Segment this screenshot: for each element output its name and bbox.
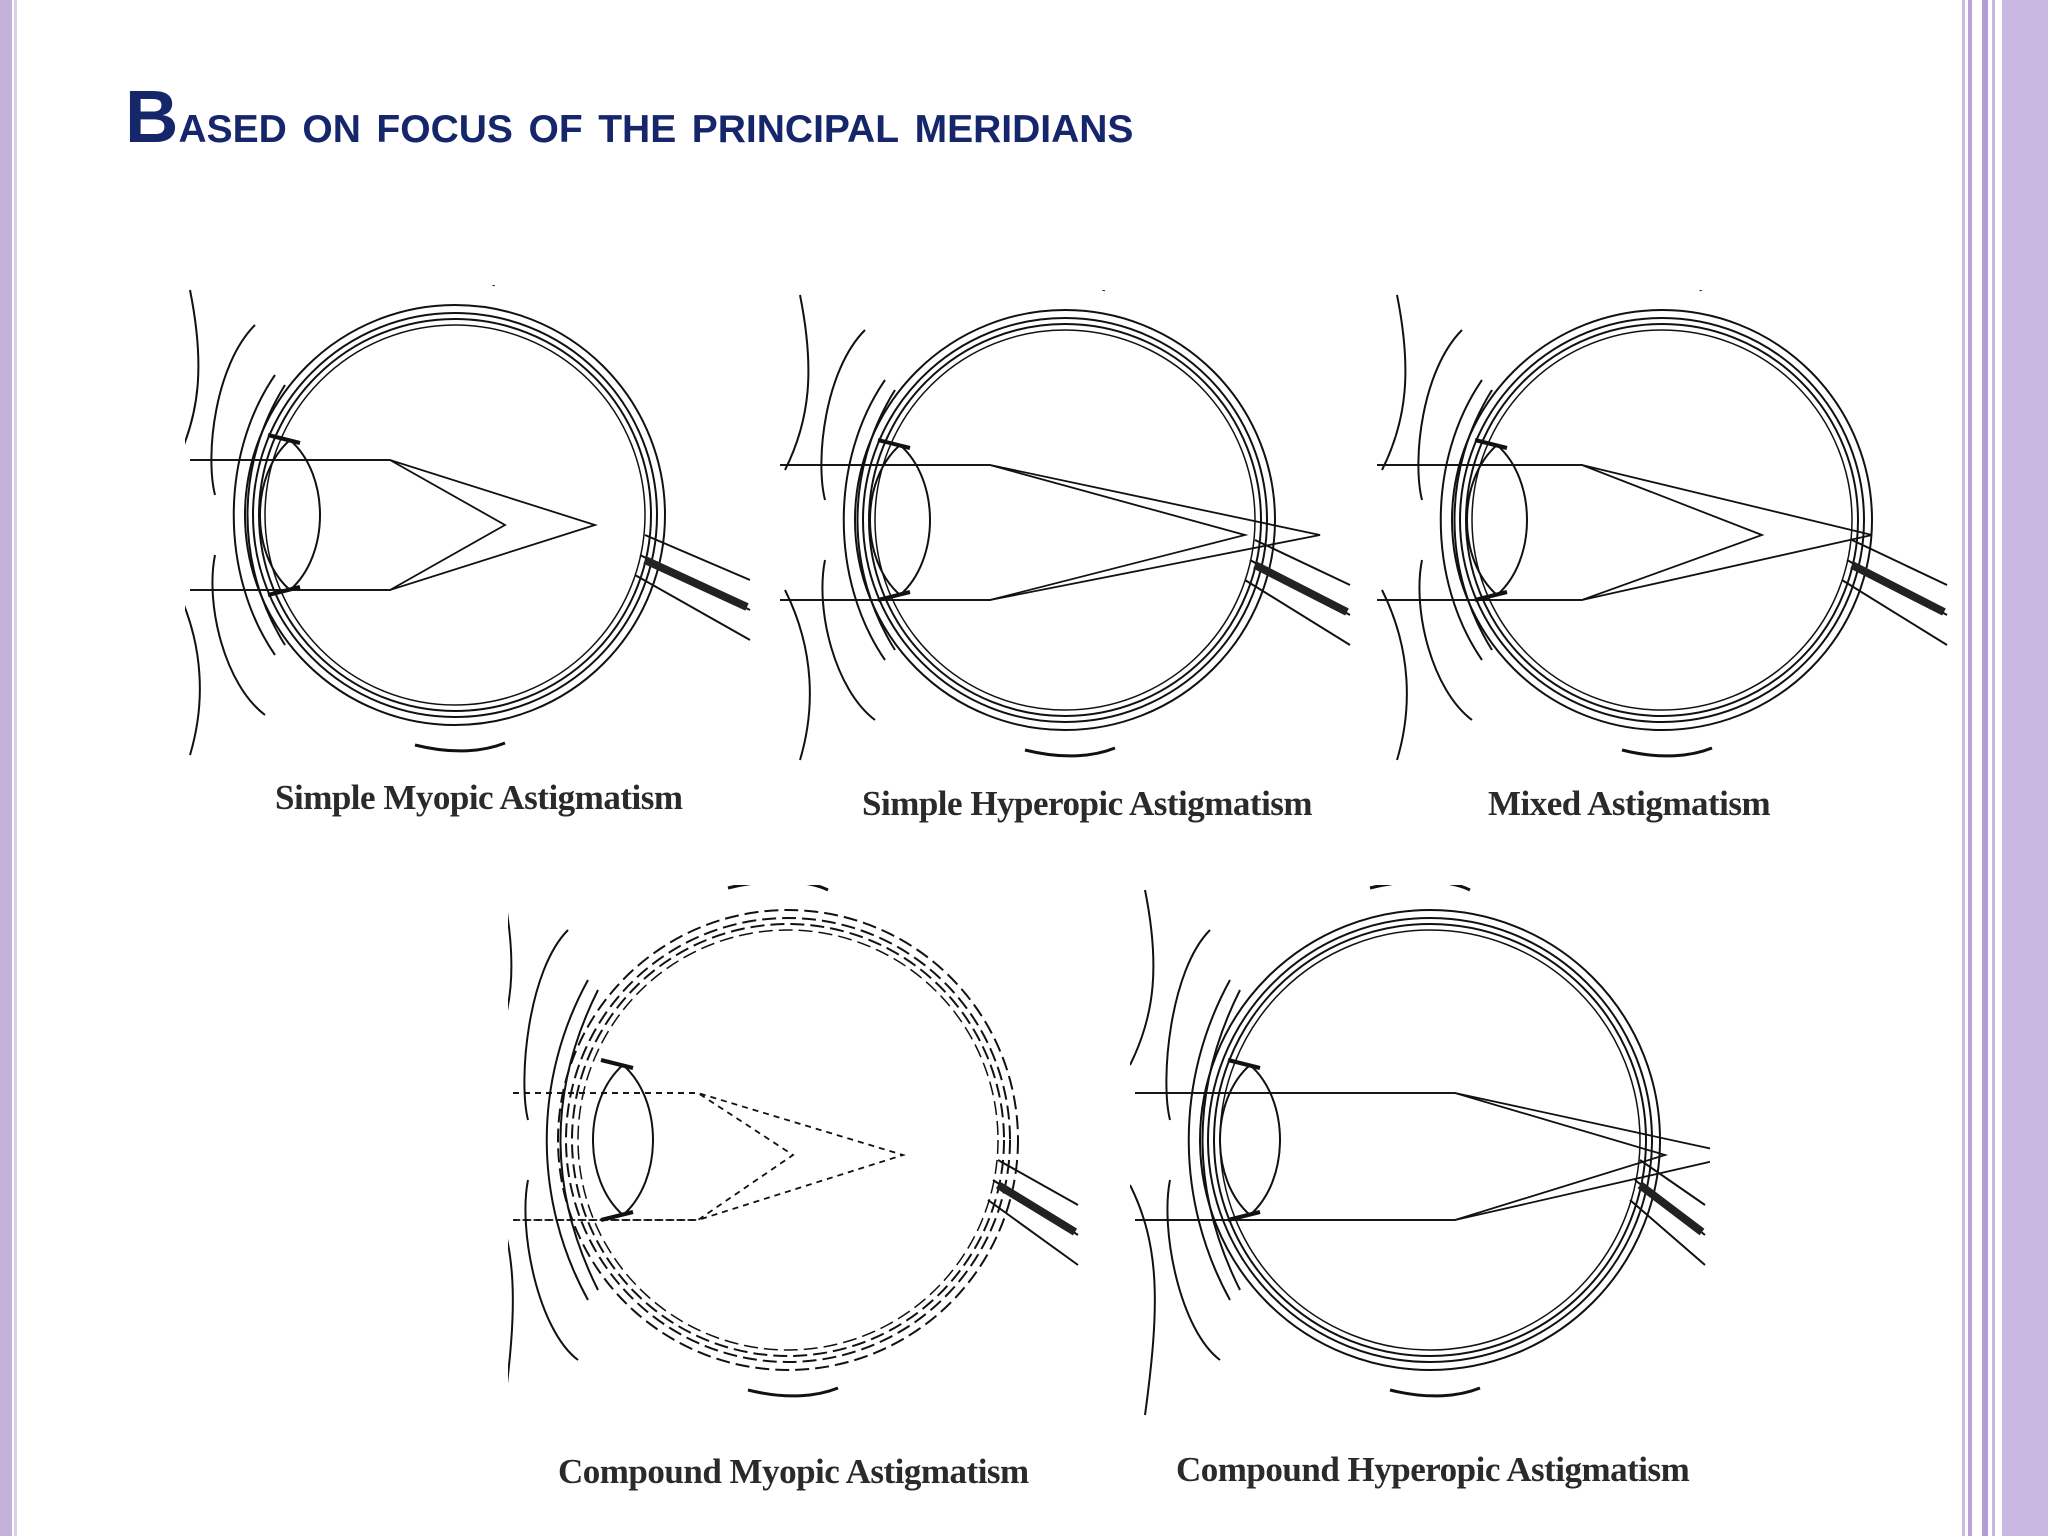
caption-simple-hyperopic: Simple Hyperopic Astigmatism <box>862 784 1313 823</box>
title-rest: ased on focus of the principal meridians <box>178 91 1134 154</box>
caption-compound-myopic: Compound Myopic Astigmatism <box>558 1452 1029 1491</box>
eye-diagram-mixed <box>1372 290 1952 770</box>
right-accent-stripes <box>1962 0 2048 1536</box>
eye-diagram-simple-hyperopic <box>775 290 1355 770</box>
eye-diagram-compound-myopic <box>508 885 1083 1425</box>
caption-compound-hyperopic: Compound Hyperopic Astigmatism <box>1176 1450 1690 1489</box>
slide-title: Based on focus of the principal meridian… <box>125 66 1425 174</box>
eye-diagram-simple-myopic <box>185 285 755 765</box>
caption-mixed: Mixed Astigmatism <box>1488 784 1771 823</box>
title-initial: B <box>125 75 179 158</box>
eye-diagram-compound-hyperopic <box>1130 885 1710 1425</box>
caption-simple-myopic: Simple Myopic Astigmatism <box>275 778 683 817</box>
left-accent-bar <box>0 0 17 1536</box>
